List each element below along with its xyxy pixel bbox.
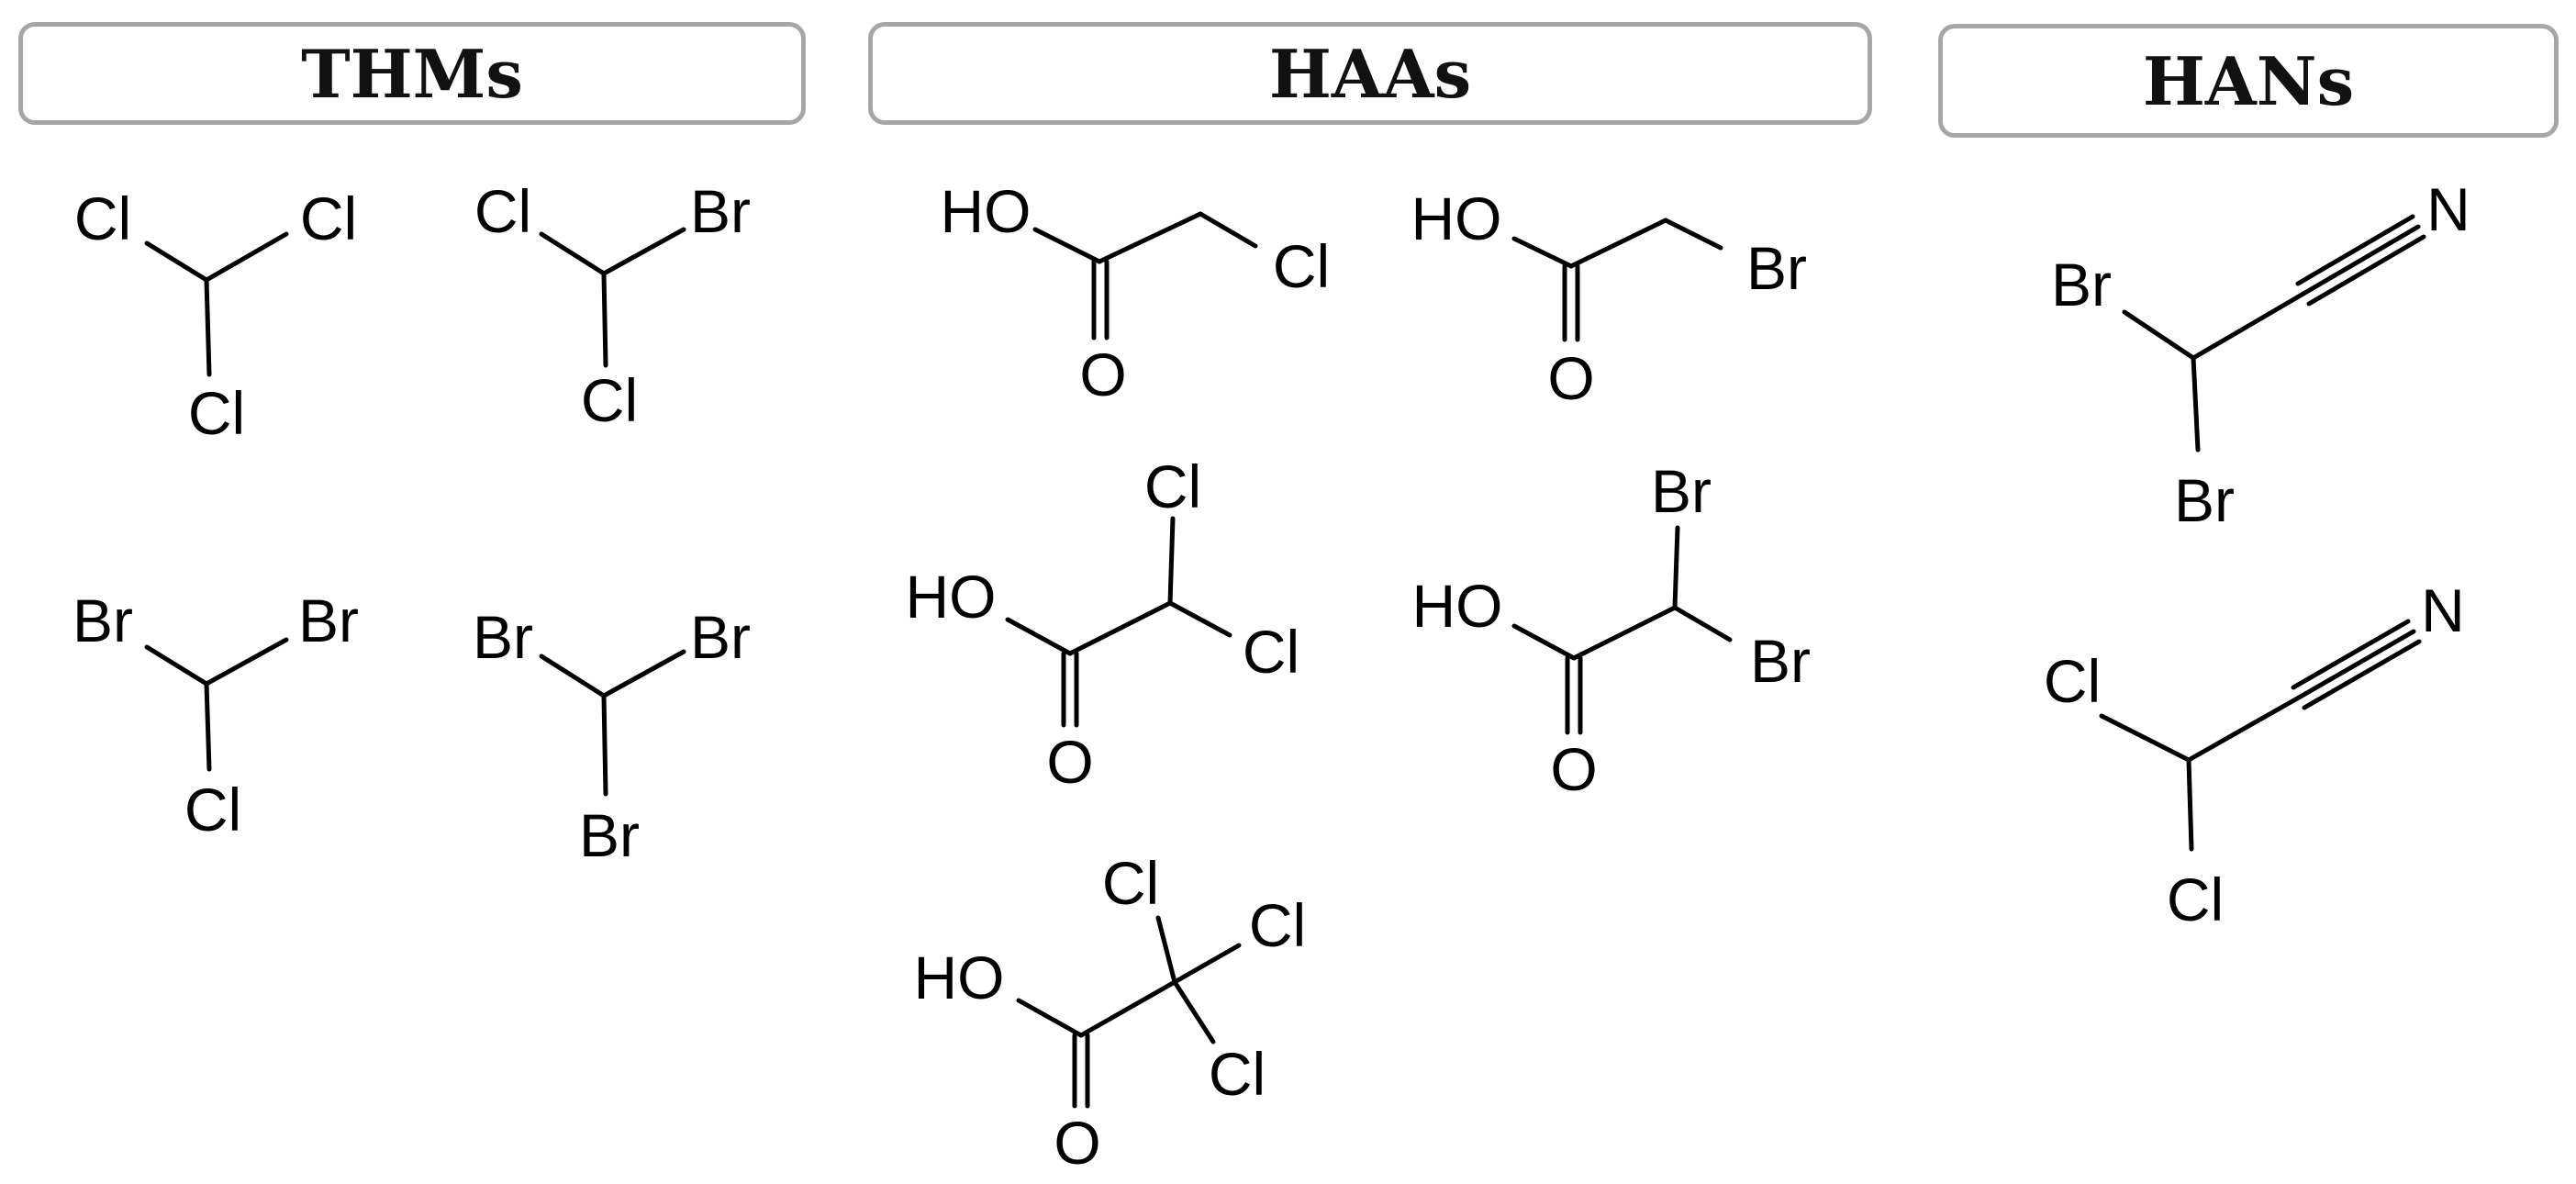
atom-label: N bbox=[2421, 576, 2465, 644]
atom-label: Cl bbox=[188, 379, 245, 447]
header-haas: HAAs bbox=[868, 22, 1872, 125]
atom-label: Br bbox=[1750, 627, 1811, 695]
atom-label: Br bbox=[690, 177, 751, 245]
atom-label: Br bbox=[579, 801, 640, 869]
atom-label: Br bbox=[298, 586, 359, 654]
atom-label: Cl bbox=[1144, 452, 1201, 520]
atom-label: N bbox=[2426, 175, 2470, 243]
molecule-mcaa: HO O Cl bbox=[941, 177, 1331, 408]
atom-label: Cl bbox=[581, 366, 638, 434]
atom-label: O bbox=[1046, 728, 1093, 796]
molecule-dcaa: HO O Cl Cl bbox=[906, 452, 1300, 796]
atom-label: Cl bbox=[184, 776, 241, 843]
atom-label: O bbox=[1079, 341, 1126, 408]
atom-label: O bbox=[1054, 1109, 1100, 1177]
atom-label: Br bbox=[2174, 466, 2235, 534]
molecule-dban: Br Br N bbox=[2051, 175, 2470, 534]
atom-label: Cl bbox=[300, 184, 357, 252]
atom-label: Cl bbox=[74, 184, 131, 252]
atom-label: Cl bbox=[1243, 618, 1299, 686]
atom-label: Cl bbox=[1209, 1040, 1266, 1108]
atom-label: HO bbox=[941, 177, 1032, 245]
molecule-dbaa: HO O Br Br bbox=[1412, 457, 1812, 803]
atom-label: Cl bbox=[1102, 849, 1159, 917]
atom-label: Br bbox=[2051, 251, 2112, 318]
header-thms: THMs bbox=[18, 22, 806, 125]
molecule-chbr3: Br Br Br bbox=[473, 603, 751, 869]
atom-label: O bbox=[1550, 735, 1597, 803]
atom-label: Br bbox=[473, 603, 533, 671]
atom-label: Br bbox=[72, 586, 133, 654]
atom-label: Cl bbox=[474, 177, 531, 245]
header-haas-label: HAAs bbox=[1268, 34, 1472, 113]
atom-label: Cl bbox=[2167, 866, 2224, 933]
atom-label: HO bbox=[906, 563, 997, 631]
molecule-chcl3: Cl Cl Cl bbox=[74, 184, 357, 447]
atom-label: HO bbox=[914, 944, 1005, 1011]
atom-label: Br bbox=[1746, 234, 1807, 302]
atom-label: HO bbox=[1411, 184, 1502, 252]
header-hans-label: HANs bbox=[2142, 41, 2355, 120]
atom-label: Cl bbox=[1249, 891, 1306, 959]
atom-label: Cl bbox=[2044, 647, 2101, 715]
header-thms-label: THMs bbox=[301, 34, 523, 113]
atom-label: O bbox=[1547, 344, 1594, 412]
molecule-mbaa: HO O Br bbox=[1411, 184, 1808, 412]
molecule-chbr2cl: Br Br Cl bbox=[72, 586, 359, 843]
molecule-dcan: Cl Cl N bbox=[2044, 576, 2465, 933]
header-hans: HANs bbox=[1938, 24, 2559, 138]
atom-label: Br bbox=[1651, 457, 1712, 525]
molecule-tcaa: HO O Cl Cl Cl bbox=[914, 849, 1307, 1177]
atom-label: Cl bbox=[1273, 232, 1330, 300]
molecule-chbrcl2: Cl Br Cl bbox=[474, 177, 751, 434]
atom-label: HO bbox=[1412, 572, 1503, 640]
atom-label: Br bbox=[690, 603, 751, 671]
